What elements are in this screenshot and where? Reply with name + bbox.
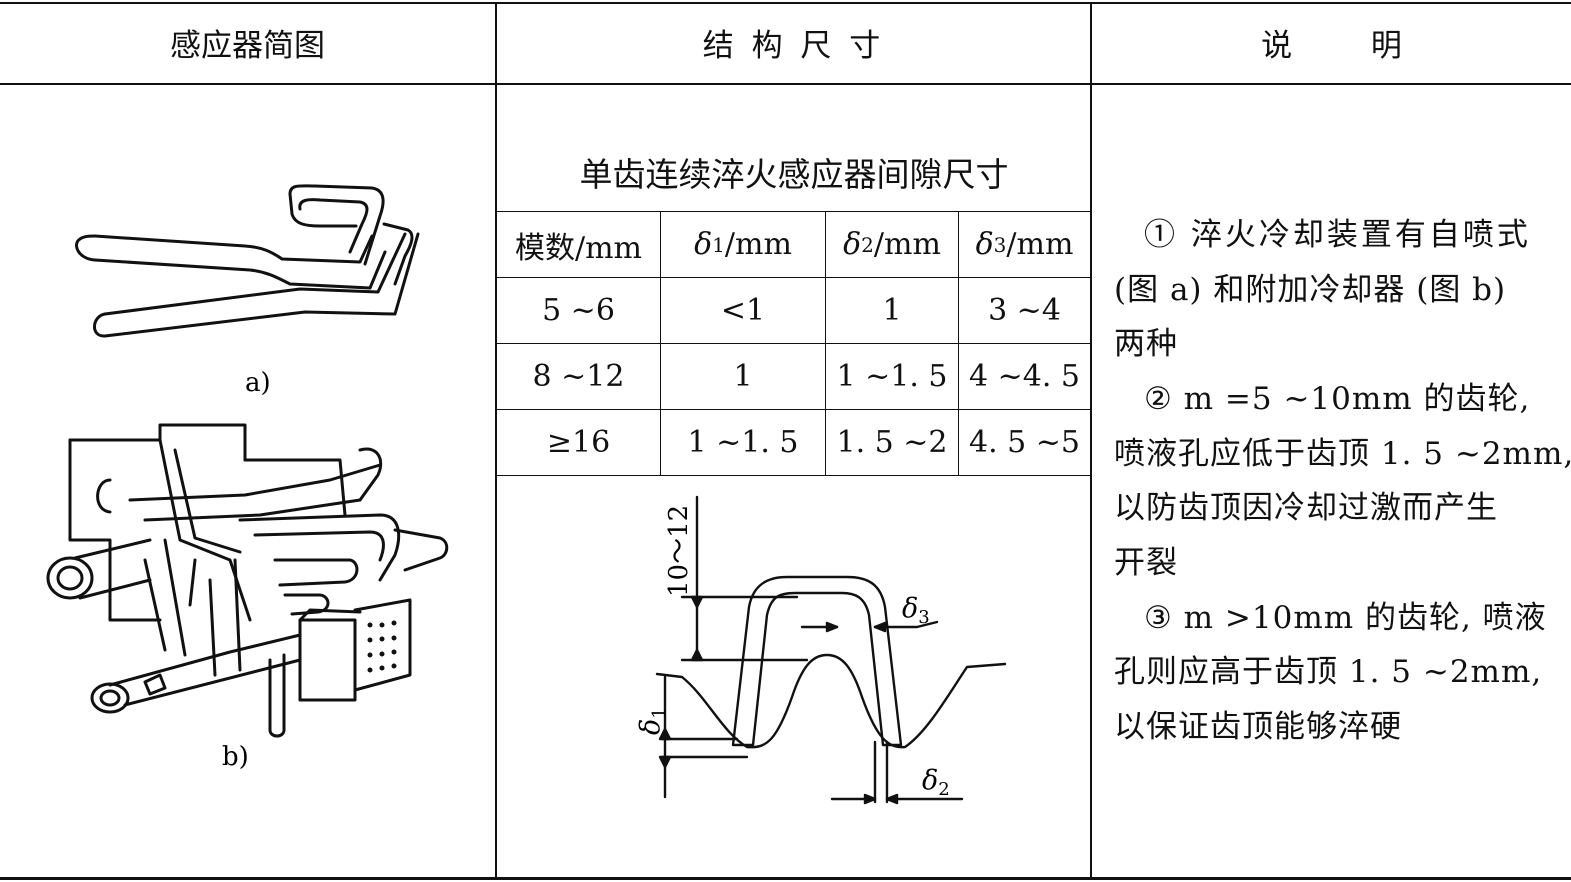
figure-a-label: a) xyxy=(245,368,271,398)
gap-table-cell: 1 xyxy=(882,293,902,328)
gap-table-cell: 3 ~4 xyxy=(988,293,1061,328)
inductor-figure-a: a) xyxy=(75,184,420,398)
gap-table-header-modulus: 模数/mm xyxy=(514,230,642,266)
gap-table-cell: 1. 5 ~2 xyxy=(836,425,948,460)
header-col1: 感应器简图 xyxy=(170,27,325,64)
gap-table-col-line-3 xyxy=(958,211,960,476)
gap-table-cell: 4 ~4. 5 xyxy=(968,359,1080,394)
delta3-label: δ3 xyxy=(902,593,930,628)
gap-table-cell: 1 ~1. 5 xyxy=(836,359,948,394)
gap-table-cell: 1 ~1. 5 xyxy=(687,425,799,460)
gap-table-col-line-2 xyxy=(825,211,827,476)
table-bottom-border xyxy=(0,877,1571,880)
gap-table-cell: <1 xyxy=(720,293,766,328)
note-line-9: 孔则应高于齿顶 1. 5 ~2mm, xyxy=(1114,654,1543,690)
note-line-4: ② m =5 ~10mm 的齿轮, xyxy=(1144,381,1531,417)
header-col2: 结 构 尺 寸 xyxy=(702,27,885,64)
header-col3: 说 明 xyxy=(1261,27,1402,64)
note-line-6: 以防齿顶因冷却过激而产生 xyxy=(1114,490,1498,526)
header-bottom-border xyxy=(0,83,1571,85)
gap-diagram: 10～12 δ1 δ3 δ2 xyxy=(635,495,1007,805)
gap-table-bottom xyxy=(497,475,1090,477)
table-top-border xyxy=(0,2,1571,4)
note-line-1: ① 淬火冷却装置有自喷式 xyxy=(1144,217,1531,253)
gap-table-row-line-2 xyxy=(497,409,1090,411)
gap-table-cell: 5 ~6 xyxy=(542,293,615,328)
gap-table-cell: 1 xyxy=(733,359,753,394)
inductor-figure-b: b) xyxy=(46,423,449,772)
delta2-label: δ2 xyxy=(922,765,950,800)
gap-table-header-line xyxy=(497,277,1090,279)
note-line-10: 以保证齿顶能够淬硬 xyxy=(1114,709,1402,745)
gap-table-top xyxy=(497,211,1090,213)
gap-table-cell: 4. 5 ~5 xyxy=(968,425,1080,460)
note-line-3: 两种 xyxy=(1114,326,1178,362)
note-line-8: ③ m >10mm 的齿轮, 喷液 xyxy=(1144,600,1547,636)
gap-table-cell: ≥16 xyxy=(546,425,611,460)
note-line-5: 喷液孔应低于齿顶 1. 5 ~2mm, xyxy=(1114,436,1571,472)
gap-table-title: 单齿连续淬火感应器间隙尺寸 xyxy=(579,155,1009,194)
column-divider-2 xyxy=(1090,2,1092,878)
delta1-label: δ1 xyxy=(635,707,670,735)
figure-b-label: b) xyxy=(222,742,249,772)
gap-table-col-line-1 xyxy=(660,211,662,476)
gap-table-row-line-1 xyxy=(497,343,1090,345)
note-line-7: 开裂 xyxy=(1114,545,1178,581)
column-divider-1 xyxy=(495,2,497,878)
note-line-2: (图 a) 和附加冷却器 (图 b) xyxy=(1114,272,1507,308)
dim-vertical-label: 10～12 xyxy=(664,505,694,597)
gap-table-cell: 8 ~12 xyxy=(532,359,625,394)
